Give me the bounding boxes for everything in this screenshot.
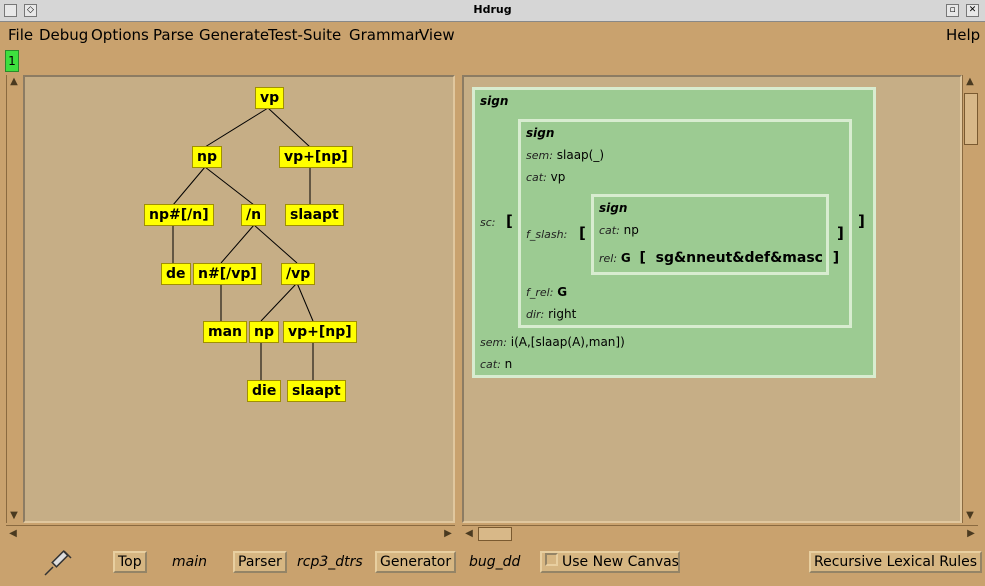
scroll-left-icon[interactable]: ◀: [9, 528, 17, 539]
slash-cat: cat: np: [599, 223, 639, 237]
scroll-up-icon[interactable]: ▲: [10, 76, 18, 87]
window-title: Hdrug: [473, 3, 512, 16]
menu-options[interactable]: Options: [91, 26, 149, 44]
scroll-right-icon[interactable]: ▶: [967, 528, 975, 539]
tab-1[interactable]: 1: [5, 50, 19, 72]
tree-node-np-2[interactable]: np: [249, 321, 279, 343]
top-button[interactable]: Top: [113, 551, 147, 573]
tree-node-slaapt-2[interactable]: slaapt: [287, 380, 346, 402]
generator-button[interactable]: Generator: [375, 551, 457, 573]
menu-bar: File Debug Options Parse Generate Test-S…: [0, 22, 985, 48]
tree-node-vp[interactable]: vp: [255, 87, 285, 109]
menu-test-suite[interactable]: Test-Suite: [268, 26, 342, 44]
sc-bracket-close: ]: [858, 212, 865, 230]
left-vertical-scrollbar[interactable]: ▲ ▼: [6, 75, 23, 523]
menu-view[interactable]: View: [419, 26, 455, 44]
scroll-right-icon[interactable]: ▶: [444, 528, 452, 539]
tree-node-vp-np-2[interactable]: vp+[np]: [283, 321, 357, 343]
parser-button[interactable]: Parser: [233, 551, 287, 573]
horizontal-scroll-thumb[interactable]: [478, 527, 512, 541]
feature-structure-canvas[interactable]: sign sc: [ ] sign sem: slaap(_) cat: vp …: [462, 75, 962, 523]
generator-value: bug_dd: [469, 554, 521, 570]
tree-node-np-slash-n[interactable]: np#[/n]: [144, 204, 214, 226]
menu-file[interactable]: File: [8, 26, 34, 44]
slash-sign-type: sign: [599, 201, 628, 215]
tree-node-de[interactable]: de: [161, 263, 191, 285]
recursive-lexical-rules-button[interactable]: Recursive Lexical Rules: [809, 551, 983, 573]
f-slash-bracket-close: ]: [837, 224, 844, 242]
tree-edges: [172, 107, 314, 380]
title-bar: ◇ Hdrug ▫ ✕: [0, 0, 985, 22]
f-rel: f_rel: G: [526, 285, 568, 299]
inner-sem: sem: slaap(_): [526, 148, 605, 162]
slash-sign-box[interactable]: sign cat: np rel: G [ sg&nneut&def&masc …: [591, 194, 839, 275]
f-slash-feature: f_slash:: [526, 228, 568, 241]
top-value: main: [172, 554, 207, 570]
dir: dir: right: [526, 307, 577, 321]
outer-sem: sem: i(A,[slaap(A),man]): [480, 335, 625, 349]
tree-node-np[interactable]: np: [192, 146, 222, 168]
sc-bracket-open: [: [506, 212, 513, 230]
tree-node-slash-vp[interactable]: /vp: [281, 263, 316, 285]
inner-sign-type: sign: [526, 126, 555, 140]
left-horizontal-scrollbar[interactable]: ◀ ▶: [6, 525, 455, 542]
vertical-scroll-thumb[interactable]: [964, 93, 978, 145]
tab-strip: 1: [5, 50, 19, 72]
f-slash-bracket-open: [: [579, 224, 586, 242]
inner-cat: cat: vp: [526, 170, 566, 184]
menu-parse[interactable]: Parse: [153, 26, 194, 44]
tree-node-slaapt[interactable]: slaapt: [285, 204, 344, 226]
use-new-canvas-checkbox[interactable]: [545, 553, 558, 566]
menu-grammar[interactable]: Grammar: [349, 26, 421, 44]
tree-canvas[interactable]: vp np vp+[np] np#[/n] /n slaapt de n#[/v…: [23, 75, 455, 523]
use-new-canvas-label: Use New Canvas: [562, 554, 679, 570]
right-vertical-scrollbar[interactable]: ▲ ▼: [962, 75, 979, 523]
slash-rel: rel: G [ sg&nneut&def&masc ]: [599, 250, 840, 266]
outer-cat: cat: n: [480, 357, 513, 371]
outer-sign-type: sign: [480, 94, 509, 108]
close-icon[interactable]: ✕: [966, 4, 979, 17]
window-menu-icon[interactable]: [4, 4, 17, 17]
minimize-icon[interactable]: ▫: [946, 4, 959, 17]
tree-node-slash-n[interactable]: /n: [241, 204, 267, 226]
menu-generate[interactable]: Generate: [199, 26, 270, 44]
tree-node-man[interactable]: man: [203, 321, 248, 343]
menu-debug[interactable]: Debug: [39, 26, 89, 44]
parser-value: rcp3_dtrs: [297, 554, 363, 570]
use-new-canvas-toggle[interactable]: Use New Canvas: [540, 551, 680, 573]
scroll-down-icon[interactable]: ▼: [10, 510, 18, 521]
scroll-down-icon[interactable]: ▼: [966, 510, 974, 521]
tree-node-n-slash-vp[interactable]: n#[/vp]: [193, 263, 262, 285]
tree-node-die[interactable]: die: [247, 380, 282, 402]
right-horizontal-scrollbar[interactable]: ◀ ▶: [462, 525, 978, 542]
tree-node-vp-np[interactable]: vp+[np]: [279, 146, 353, 168]
scroll-up-icon[interactable]: ▲: [966, 76, 974, 87]
shade-icon[interactable]: ◇: [24, 4, 37, 17]
inner-sign-box[interactable]: sign sem: slaap(_) cat: vp f_slash: [ ] …: [518, 119, 852, 328]
sc-feature: sc:: [480, 216, 496, 229]
menu-help[interactable]: Help: [946, 26, 981, 44]
scroll-left-icon[interactable]: ◀: [465, 528, 473, 539]
outer-sign-box[interactable]: sign sc: [ ] sign sem: slaap(_) cat: vp …: [472, 87, 876, 378]
syringe-icon: [44, 550, 72, 576]
